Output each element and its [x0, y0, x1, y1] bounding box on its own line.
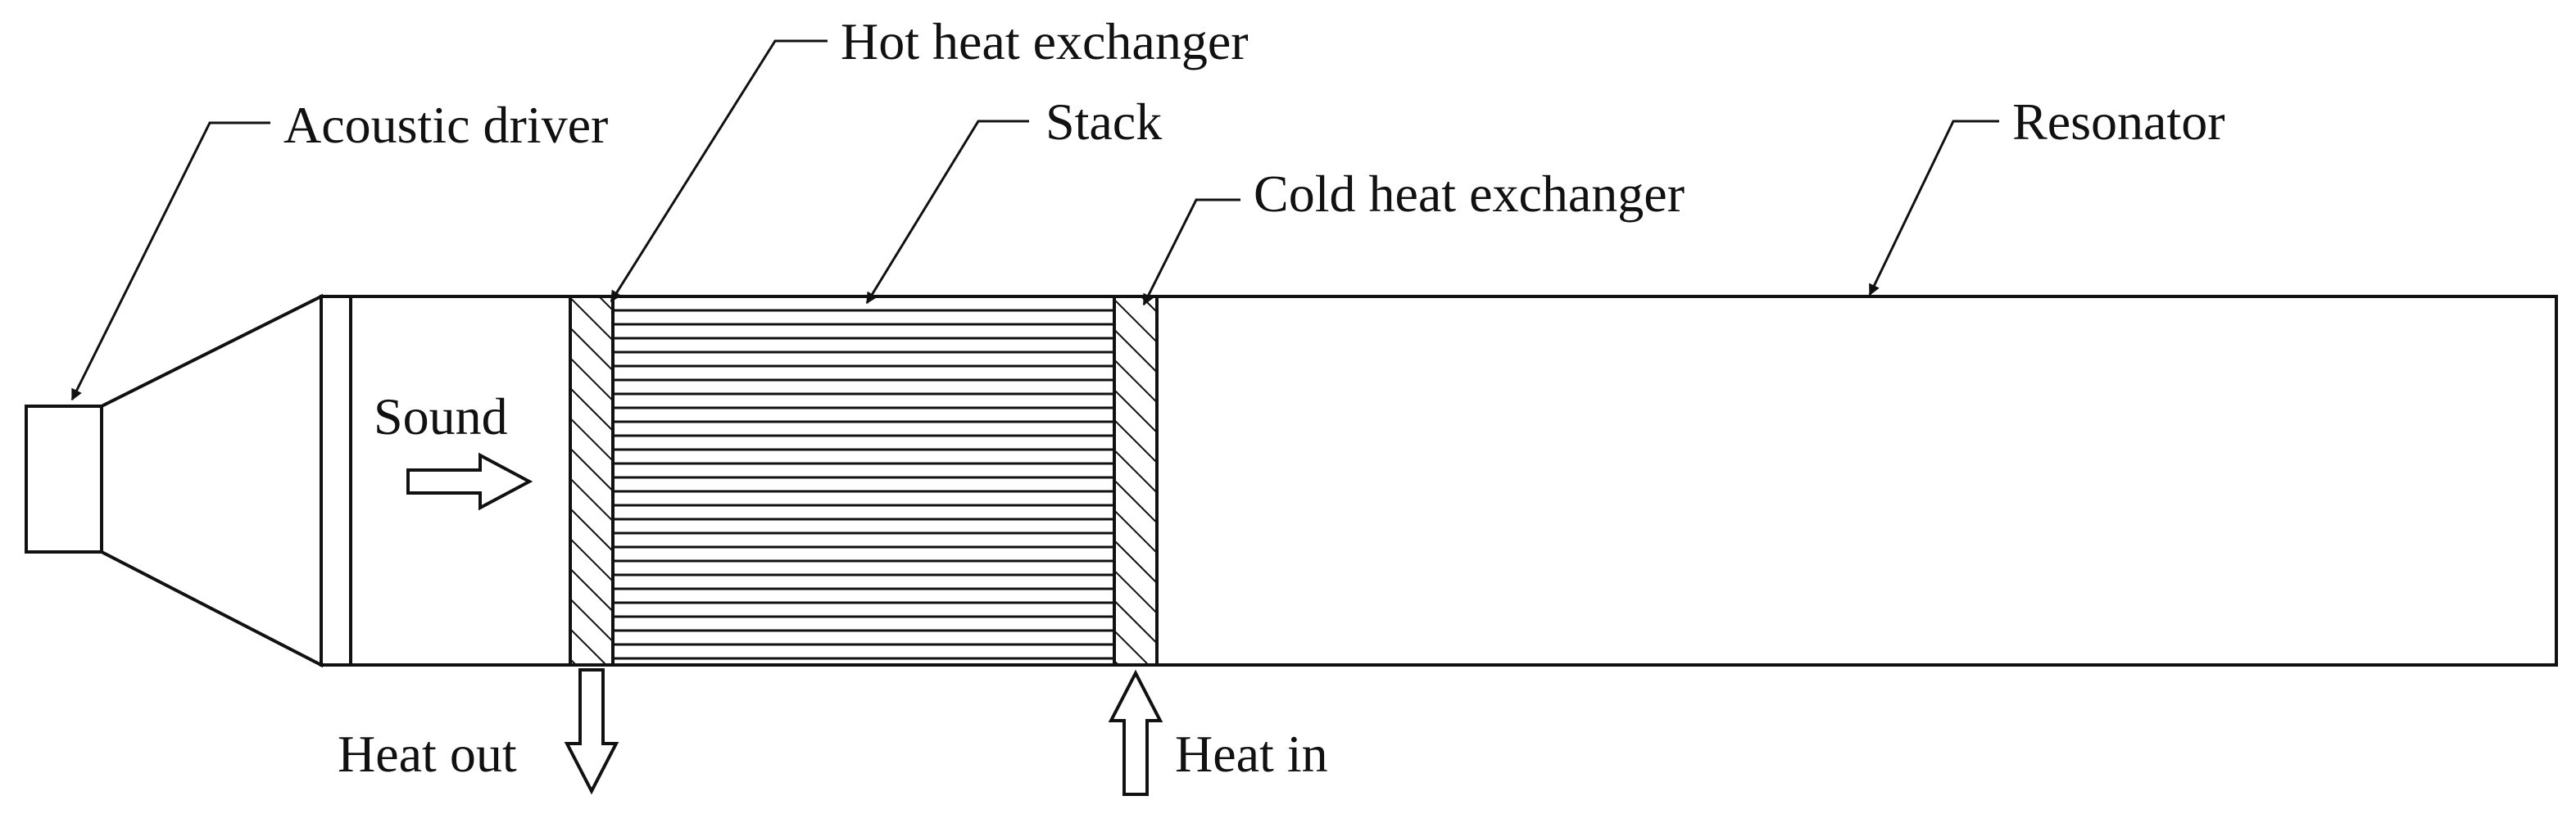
driver-cone: [101, 293, 323, 668]
stack-label: Stack: [1045, 93, 1162, 151]
heat-out-label: Heat out: [338, 725, 517, 783]
sound-label: Sound: [374, 387, 508, 445]
hot-heat-exchanger-leader: [610, 39, 828, 303]
sound-arrow-icon: [406, 452, 533, 511]
hot-heat-exchanger-label: Hot heat exchanger: [841, 12, 1249, 70]
cold-heat-exchanger-label: Cold heat exchanger: [1254, 165, 1685, 223]
cold-heat-exchanger: [1113, 295, 1159, 667]
resonator-leader: [1868, 120, 1999, 296]
cold-heat-exchanger-leader: [1142, 198, 1240, 306]
acoustic-driver-box: [25, 405, 103, 554]
resonator-label: Resonator: [2012, 93, 2225, 151]
heat-out-arrow-icon: [564, 668, 619, 795]
acoustic-driver-label: Acoustic driver: [283, 96, 608, 154]
acoustic-driver-leader: [70, 121, 270, 401]
resonator-tube: [320, 295, 2558, 667]
heat-in-arrow-icon: [1108, 669, 1163, 796]
stack-leader: [865, 120, 1029, 305]
heat-in-label: Heat in: [1175, 725, 1328, 783]
hot-heat-exchanger: [569, 295, 615, 667]
stack: [611, 295, 1116, 667]
